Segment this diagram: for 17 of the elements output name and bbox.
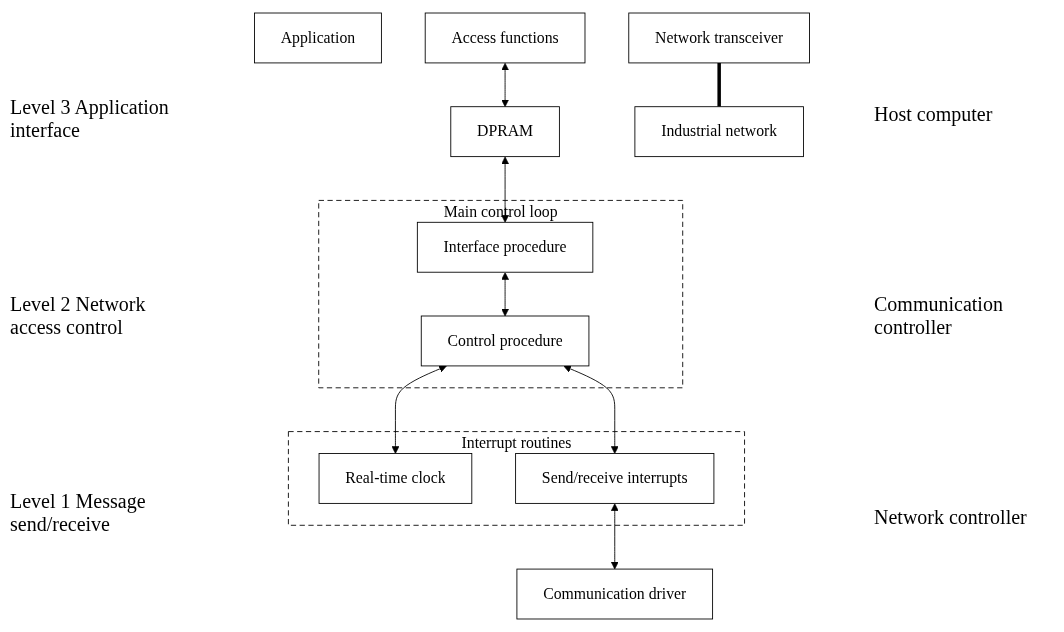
node-box: Control procedure <box>420 315 590 367</box>
node-box: Communication driver <box>516 568 714 620</box>
node-box: Access functions <box>424 12 586 64</box>
layer-label: Host computer <box>874 103 994 127</box>
node-box: Real-time clock <box>318 453 473 504</box>
node-box: Send/receive interrupts <box>515 453 715 504</box>
layer-label: Communication controller <box>874 293 1004 339</box>
connector <box>717 62 721 107</box>
layer-label: Network controller <box>874 505 1028 529</box>
node-box: Industrial network <box>634 106 804 158</box>
node-box: Application <box>254 12 382 64</box>
node-box: DPRAM <box>450 106 560 158</box>
level-label: Level 3 Application interface <box>10 95 170 142</box>
level-label: Level 1 Message send/receive <box>10 490 147 537</box>
node-box: Network transceiver <box>628 12 810 64</box>
level-label: Level 2 Network access control <box>10 293 147 339</box>
node-box: Interface procedure <box>416 221 594 273</box>
